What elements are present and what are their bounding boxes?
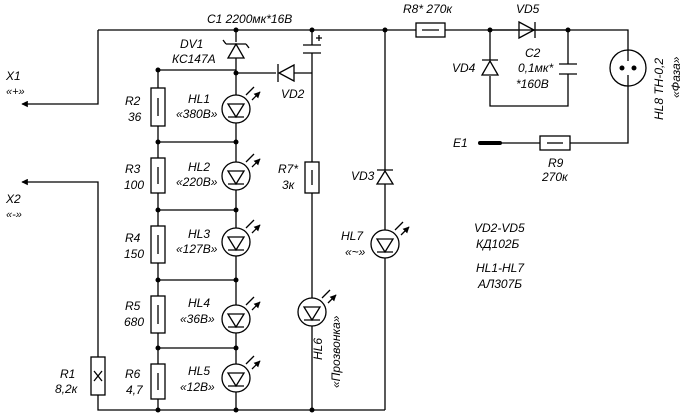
label-vd5: VD5 bbox=[516, 2, 540, 16]
resistor-r9 bbox=[539, 135, 571, 151]
resistor-r8 bbox=[415, 22, 446, 38]
diode-vd3 bbox=[375, 169, 395, 185]
led-hl4 bbox=[221, 297, 260, 334]
label-hl4-voltage: «36В» bbox=[180, 312, 215, 326]
label-c1: C1 2200мк*16В bbox=[207, 12, 292, 26]
label-r6-value: 4,7 bbox=[126, 383, 144, 397]
label-r1: R1 bbox=[60, 367, 75, 381]
label-hl1-voltage: «380В» bbox=[176, 107, 218, 121]
label-hl5-voltage: «12В» bbox=[180, 380, 215, 394]
led-hl2 bbox=[221, 154, 260, 191]
label-note-hl-type: АЛ307Б bbox=[477, 277, 522, 291]
diode-vd4 bbox=[480, 59, 500, 76]
label-hl2: HL2 bbox=[188, 160, 210, 174]
label-r6: R6 bbox=[125, 367, 141, 381]
label-r7-value: 3к bbox=[282, 178, 296, 192]
label-r7: R7* bbox=[278, 162, 298, 176]
label-hl7-symbol: «~» bbox=[345, 245, 366, 259]
junction-dots bbox=[155, 27, 571, 413]
label-hl5: HL5 bbox=[188, 364, 210, 378]
label-note-hl: HL1-HL7 bbox=[476, 261, 525, 275]
label-r4-value: 150 bbox=[124, 247, 144, 261]
labels: X1 «+» X2 «-» C1 2200мк*16В DV1 КС147А V… bbox=[5, 2, 683, 397]
label-hl4: HL4 bbox=[188, 296, 210, 310]
label-x2-sign: «-» bbox=[6, 209, 22, 221]
label-c2-voltage: *160В bbox=[516, 77, 549, 91]
wires bbox=[88, 29, 629, 411]
label-c2: C2 bbox=[525, 46, 541, 60]
resistor-r3 bbox=[150, 157, 166, 194]
label-dv1: DV1 bbox=[180, 37, 203, 51]
label-r4: R4 bbox=[125, 231, 141, 245]
label-hl6: HL6 bbox=[311, 338, 325, 360]
label-hl6-name: «Прозвонка» bbox=[329, 315, 343, 388]
resistor-r1 bbox=[90, 356, 106, 396]
label-x2: X2 bbox=[5, 192, 21, 206]
capacitor-c2 bbox=[559, 63, 577, 75]
label-x1: X1 bbox=[5, 69, 21, 83]
label-hl3: HL3 bbox=[188, 227, 210, 241]
label-r5-value: 680 bbox=[124, 315, 144, 329]
resistor-r6 bbox=[150, 363, 166, 400]
label-c2-value: 0,1мк* bbox=[518, 61, 554, 75]
led-hl3 bbox=[221, 220, 260, 257]
resistor-r5 bbox=[150, 295, 166, 334]
label-x1-sign: «+» bbox=[6, 86, 25, 98]
led-hl5 bbox=[221, 356, 260, 393]
label-r1-value: 8,2к bbox=[55, 382, 79, 396]
zener-dv1 bbox=[222, 39, 250, 59]
label-hl8-name: «Фаза» bbox=[669, 56, 683, 98]
capacitor-c1 bbox=[303, 35, 322, 54]
led-hl6 bbox=[297, 290, 336, 327]
label-r8: R8* 270к bbox=[403, 2, 453, 16]
label-note-vd-type: КД102Б bbox=[476, 237, 520, 251]
led-hl1 bbox=[221, 87, 260, 124]
label-r5: R5 bbox=[125, 299, 141, 313]
label-hl3-voltage: «127В» bbox=[176, 242, 218, 256]
label-r2-value: 36 bbox=[128, 110, 142, 124]
diode-vd2 bbox=[277, 63, 295, 83]
label-r9-value: 270к bbox=[541, 170, 569, 184]
label-vd4: VD4 bbox=[452, 61, 476, 75]
label-r3: R3 bbox=[125, 162, 141, 176]
label-note-vd: VD2-VD5 bbox=[474, 221, 525, 235]
label-hl8: HL8 ТН-0,2 bbox=[652, 58, 666, 120]
label-hl1: HL1 bbox=[188, 92, 210, 106]
resistor-r7 bbox=[304, 161, 320, 194]
led-hl7 bbox=[370, 222, 409, 259]
label-hl2-voltage: «220В» bbox=[176, 175, 218, 189]
label-r2: R2 bbox=[125, 94, 141, 108]
label-dv1-type: КС147А bbox=[172, 52, 216, 66]
label-r3-value: 100 bbox=[124, 178, 144, 192]
label-r9: R9 bbox=[548, 156, 564, 170]
label-hl7: HL7 bbox=[341, 229, 364, 243]
label-vd3: VD3 bbox=[351, 169, 375, 183]
neon-lamp-hl8 bbox=[609, 49, 647, 87]
label-e1: E1 bbox=[453, 136, 468, 150]
resistor-r2 bbox=[150, 87, 166, 127]
diode-vd5 bbox=[518, 20, 536, 40]
resistor-r4 bbox=[150, 225, 166, 264]
label-vd2: VD2 bbox=[281, 87, 305, 101]
